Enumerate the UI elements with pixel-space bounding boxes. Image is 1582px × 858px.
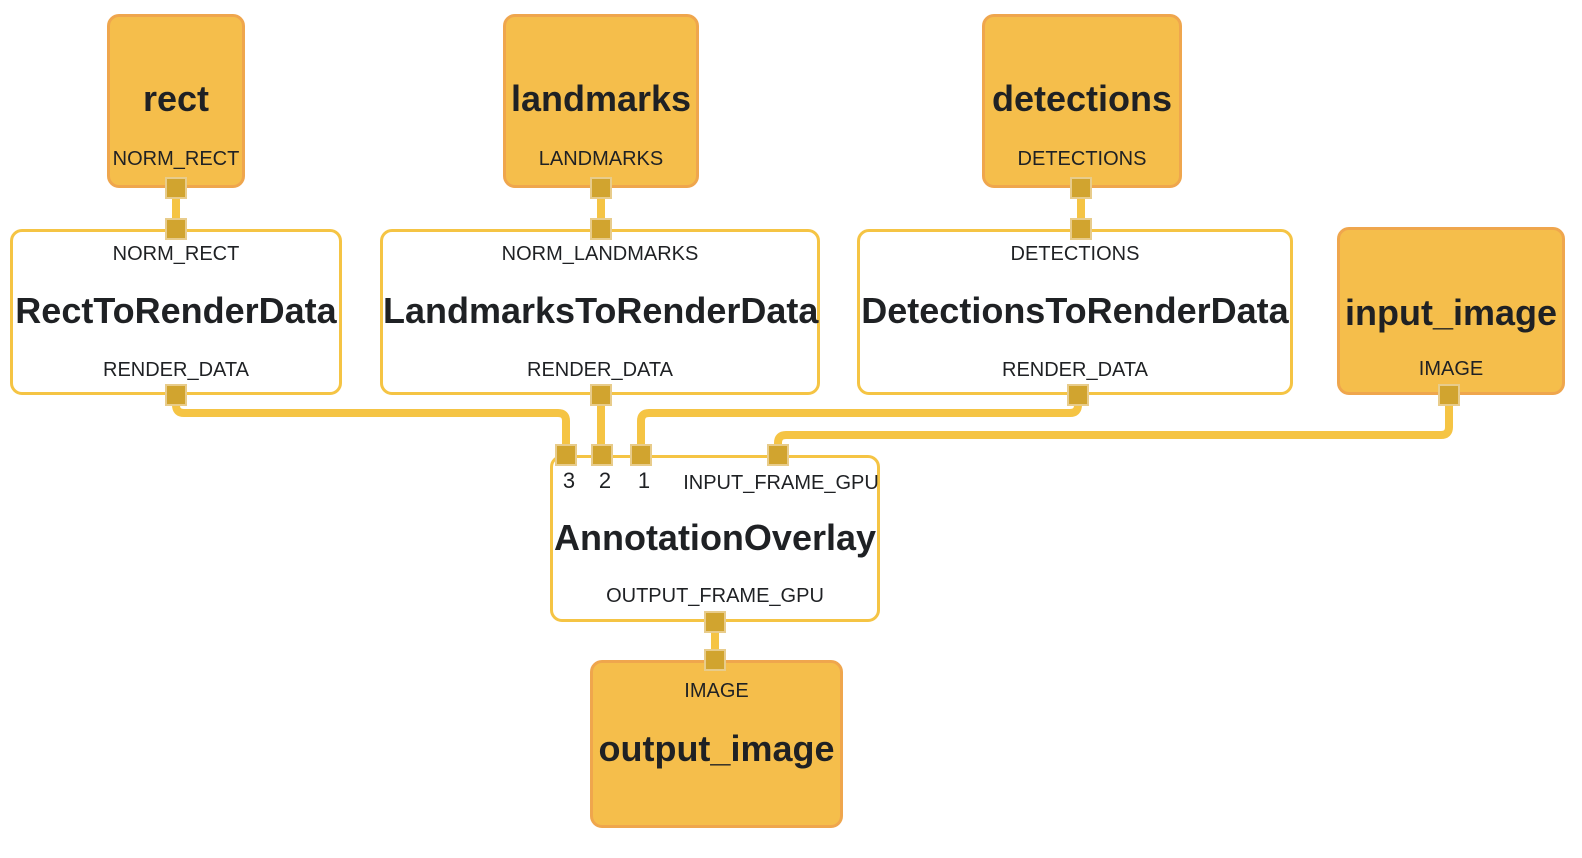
edge-inputimage-to-annotationoverlay-gpu	[774, 393, 1453, 457]
node-annotation-overlay[interactable]: 3 2 1 INPUT_FRAME_GPU AnnotationOverlay …	[550, 455, 880, 622]
input-port-label: IMAGE	[684, 680, 749, 702]
input-port-label-1: 1	[637, 468, 651, 493]
node-landmarks-to-render-data[interactable]: NORM_LANDMARKS LandmarksToRenderData REN…	[380, 229, 820, 395]
node-detections-to-render-data[interactable]: DETECTIONS DetectionsToRenderData RENDER…	[857, 229, 1293, 395]
input-port-label-input-frame-gpu: INPUT_FRAME_GPU	[683, 472, 879, 494]
node-landmarks[interactable]: landmarks LANDMARKS	[503, 14, 699, 188]
node-title: output_image	[598, 728, 835, 769]
node-input-image[interactable]: input_image IMAGE	[1337, 227, 1565, 395]
output-port-label: RENDER_DATA	[527, 359, 673, 381]
output-port-label: RENDER_DATA	[1002, 359, 1148, 381]
node-title: landmarks	[510, 78, 692, 119]
node-title: LandmarksToRenderData	[383, 290, 819, 331]
input-port-label: NORM_LANDMARKS	[501, 243, 699, 265]
output-port-label: OUTPUT_FRAME_GPU	[606, 585, 824, 607]
node-rect[interactable]: rect NORM_RECT	[107, 14, 245, 188]
node-detections[interactable]: detections DETECTIONS	[982, 14, 1182, 188]
node-title: input_image	[1344, 292, 1558, 333]
output-port-label: IMAGE	[1418, 358, 1484, 380]
edge-recttorenderdata-to-annotationoverlay-3	[172, 393, 570, 457]
node-rect-to-render-data[interactable]: NORM_RECT RectToRenderData RENDER_DATA	[10, 229, 342, 395]
input-port-label: DETECTIONS	[1010, 243, 1140, 265]
output-port-label: DETECTIONS	[1017, 148, 1147, 170]
edge-detectionstorenderdata-to-annotationoverlay-1	[637, 393, 1082, 457]
node-output-image[interactable]: IMAGE output_image	[590, 660, 843, 828]
input-port-label-3: 3	[562, 468, 576, 493]
output-port-label: LANDMARKS	[538, 148, 664, 170]
node-title: rect	[142, 78, 210, 119]
node-title: detections	[991, 78, 1173, 119]
output-port-label: NORM_RECT	[112, 148, 240, 170]
input-port-label: NORM_RECT	[112, 243, 240, 265]
node-title: DetectionsToRenderData	[861, 290, 1289, 331]
output-port-label: RENDER_DATA	[103, 359, 249, 381]
node-title: AnnotationOverlay	[553, 517, 877, 558]
input-port-label-2: 2	[598, 468, 612, 493]
node-title: RectToRenderData	[15, 290, 337, 331]
